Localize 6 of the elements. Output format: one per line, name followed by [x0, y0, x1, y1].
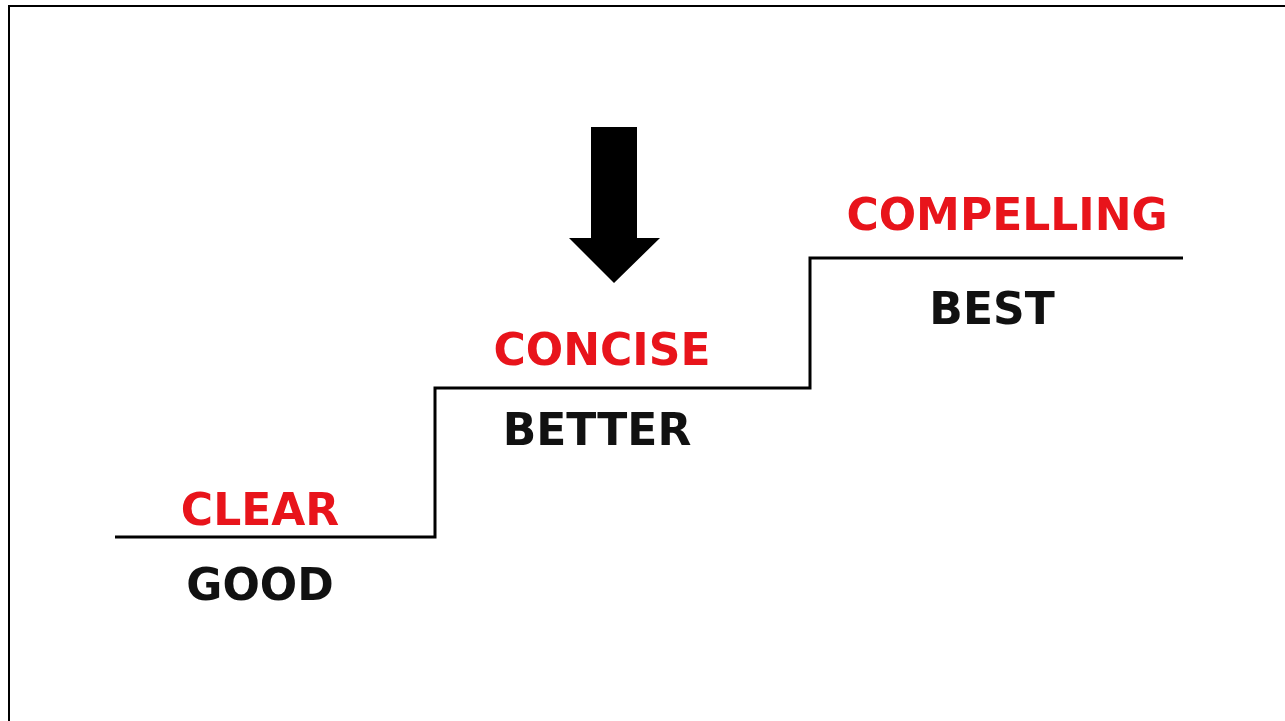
step-heading: CONCISE	[493, 328, 711, 372]
step-rating: BETTER	[502, 408, 692, 452]
step-rating: BEST	[929, 287, 1055, 331]
step-rating: GOOD	[186, 563, 334, 607]
step-heading: COMPELLING	[846, 193, 1168, 237]
step-heading: CLEAR	[180, 488, 340, 532]
